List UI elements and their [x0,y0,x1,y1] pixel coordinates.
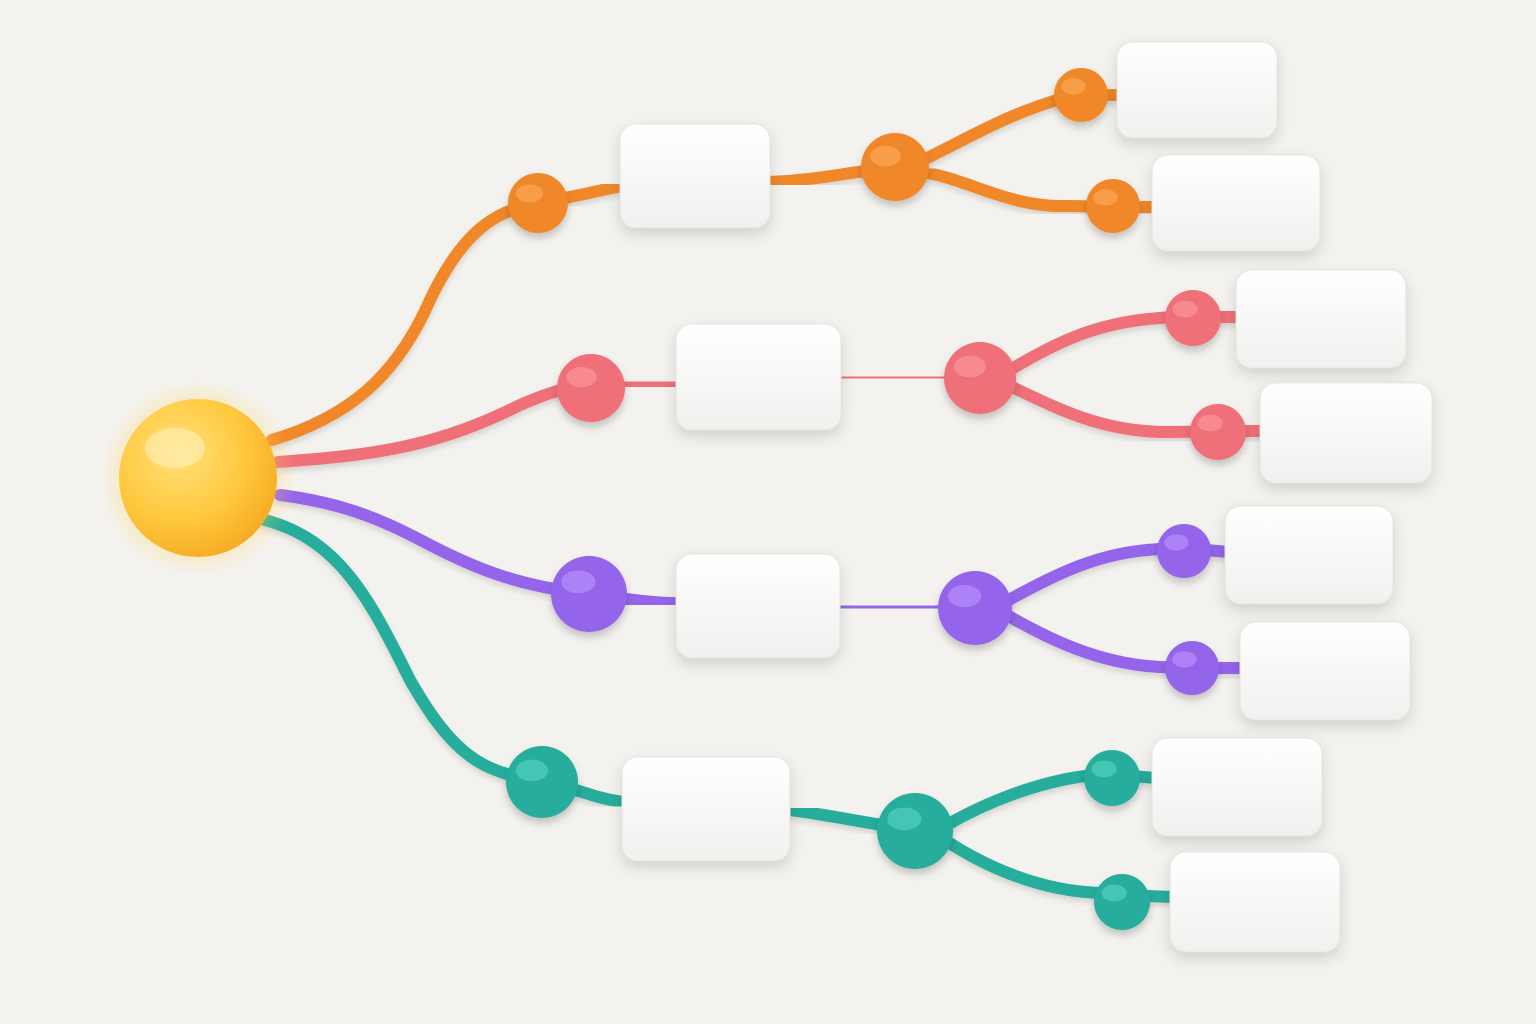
branch-purple-leaf-card-2-body [1239,621,1411,721]
branch-coral-leaf-card-2-body [1259,382,1433,484]
branch-purple-leaf-node-2-highlight [1172,651,1197,668]
root-node[interactable] [100,380,296,576]
branch-teal-leaf-card-2-body [1169,851,1341,953]
branch-orange-leaf-card-1[interactable] [1116,41,1278,139]
branch-teal-split-node-sphere [877,793,953,869]
branch-purple-leaf-node-1-sphere [1157,524,1211,578]
branch-coral-leaf-node-1-highlight [1172,300,1198,318]
branch-teal-leaf-node-2[interactable] [1094,874,1150,930]
branch-teal-leaf-card-1-body [1151,737,1323,837]
branch-purple-split-node[interactable] [938,571,1012,645]
branch-purple-split-node-highlight [947,585,982,608]
branch-purple-mid-card-body [675,553,841,659]
branch-coral-mid-card-body [675,323,842,431]
branch-teal-leaf-card-1[interactable] [1151,737,1323,837]
branch-purple-node-sphere [551,556,627,632]
branch-coral-leaf-card-1-body [1235,269,1407,369]
branch-purple-leaf-node-1[interactable] [1157,524,1211,578]
branch-coral-leaf-card-1[interactable] [1235,269,1407,369]
branch-teal-leaf-card-2[interactable] [1169,851,1341,953]
branch-coral-leaf-card-2[interactable] [1259,382,1433,484]
branch-orange-split-node-highlight [870,145,901,167]
branch-orange-leaf-node-2-highlight [1093,189,1118,206]
branch-coral-leaf-node-2[interactable] [1190,404,1246,460]
branch-orange-leaf-card-2-body [1151,154,1321,252]
branch-purple-leaf-node-2[interactable] [1165,641,1219,695]
branch-teal-mid-card-body [621,756,791,862]
branch-purple-leaf-card-2[interactable] [1239,621,1411,721]
branch-purple-node[interactable] [551,556,627,632]
branch-coral-node-sphere [557,354,625,422]
branch-orange-node[interactable] [508,173,568,233]
branch-orange-leaf-card-1-body [1116,41,1278,139]
branch-purple-mid-card[interactable] [675,553,841,659]
branch-teal-leaf-node-1-highlight [1091,760,1117,778]
branch-coral-leaf-node-2-highlight [1197,414,1223,432]
branch-orange-leaf-node-2[interactable] [1086,179,1140,233]
branch-coral-mid-card[interactable] [675,323,842,431]
branch-teal-split-node-highlight [887,807,922,831]
branch-purple-leaf-node-1-highlight [1164,534,1189,551]
branch-teal-node[interactable] [506,746,578,818]
branch-teal-leaf-node-2-highlight [1101,884,1127,902]
branch-orange-leaf-node-1-highlight [1061,78,1086,95]
branch-orange-node-highlight [516,184,544,203]
branch-purple-node-highlight [561,570,596,594]
branch-coral-leaf-node-1[interactable] [1165,290,1221,346]
root-node-highlight [145,428,205,468]
branch-orange-node-sphere [508,173,568,233]
branch-coral-node-highlight [566,366,597,388]
branch-orange-leaf-card-2[interactable] [1151,154,1321,252]
branch-coral-split-node[interactable] [944,342,1016,414]
branch-purple-leaf-card-1[interactable] [1224,505,1394,605]
branch-orange-mid-card-body [619,123,771,229]
branch-coral-split-node-highlight [953,355,987,378]
branch-orange-split-node-sphere [861,133,929,201]
branch-orange-leaf-node-2-sphere [1086,179,1140,233]
branch-purple-split-node-sphere [938,571,1012,645]
branch-teal-connector [259,514,548,786]
branch-coral-split-node-sphere [944,342,1016,414]
branch-teal-leaf-node-1-sphere [1084,750,1140,806]
card-layer [619,41,1433,953]
branch-teal-node-sphere [506,746,578,818]
branch-orange-split-node[interactable] [861,133,929,201]
branch-teal-leaf-node-1[interactable] [1084,750,1140,806]
branch-purple-leaf-node-2-sphere [1165,641,1219,695]
branch-orange-mid-card[interactable] [619,123,771,229]
branch-orange-leaf-node-1[interactable] [1054,68,1108,122]
branch-teal-split-node[interactable] [877,793,953,869]
branch-purple-leaf-card-1-body [1224,505,1394,605]
node-layer [506,68,1246,930]
branch-orange-leaf-node-1-sphere [1054,68,1108,122]
branch-purple-connector [274,489,594,600]
branch-teal-mid-card[interactable] [621,756,791,862]
branch-coral-node[interactable] [557,354,625,422]
branch-coral-leaf-node-2-sphere [1190,404,1246,460]
branch-orange-connector [266,197,543,446]
branch-teal-leaf-node-2-sphere [1094,874,1150,930]
branch-coral-leaf-node-1-sphere [1165,290,1221,346]
branch-teal-node-highlight [515,759,549,782]
root-node-sphere [119,399,277,557]
